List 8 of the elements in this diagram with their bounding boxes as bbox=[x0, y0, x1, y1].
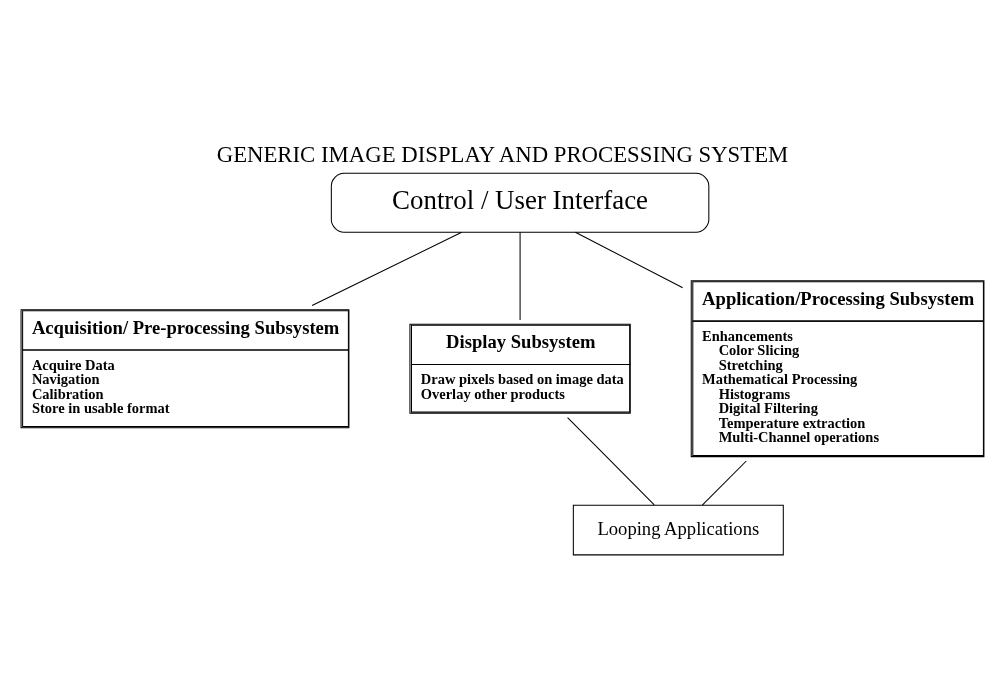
connector bbox=[701, 460, 747, 506]
connector bbox=[519, 231, 521, 321]
node-box: Control / User Interface bbox=[330, 172, 710, 233]
connector bbox=[567, 417, 655, 506]
diagram-title: GENERIC IMAGE DISPLAY AND PROCESSING SYSTEM bbox=[216, 142, 789, 168]
connector bbox=[311, 231, 463, 306]
node-box: Looping Applications bbox=[572, 504, 784, 556]
connector bbox=[574, 231, 684, 289]
